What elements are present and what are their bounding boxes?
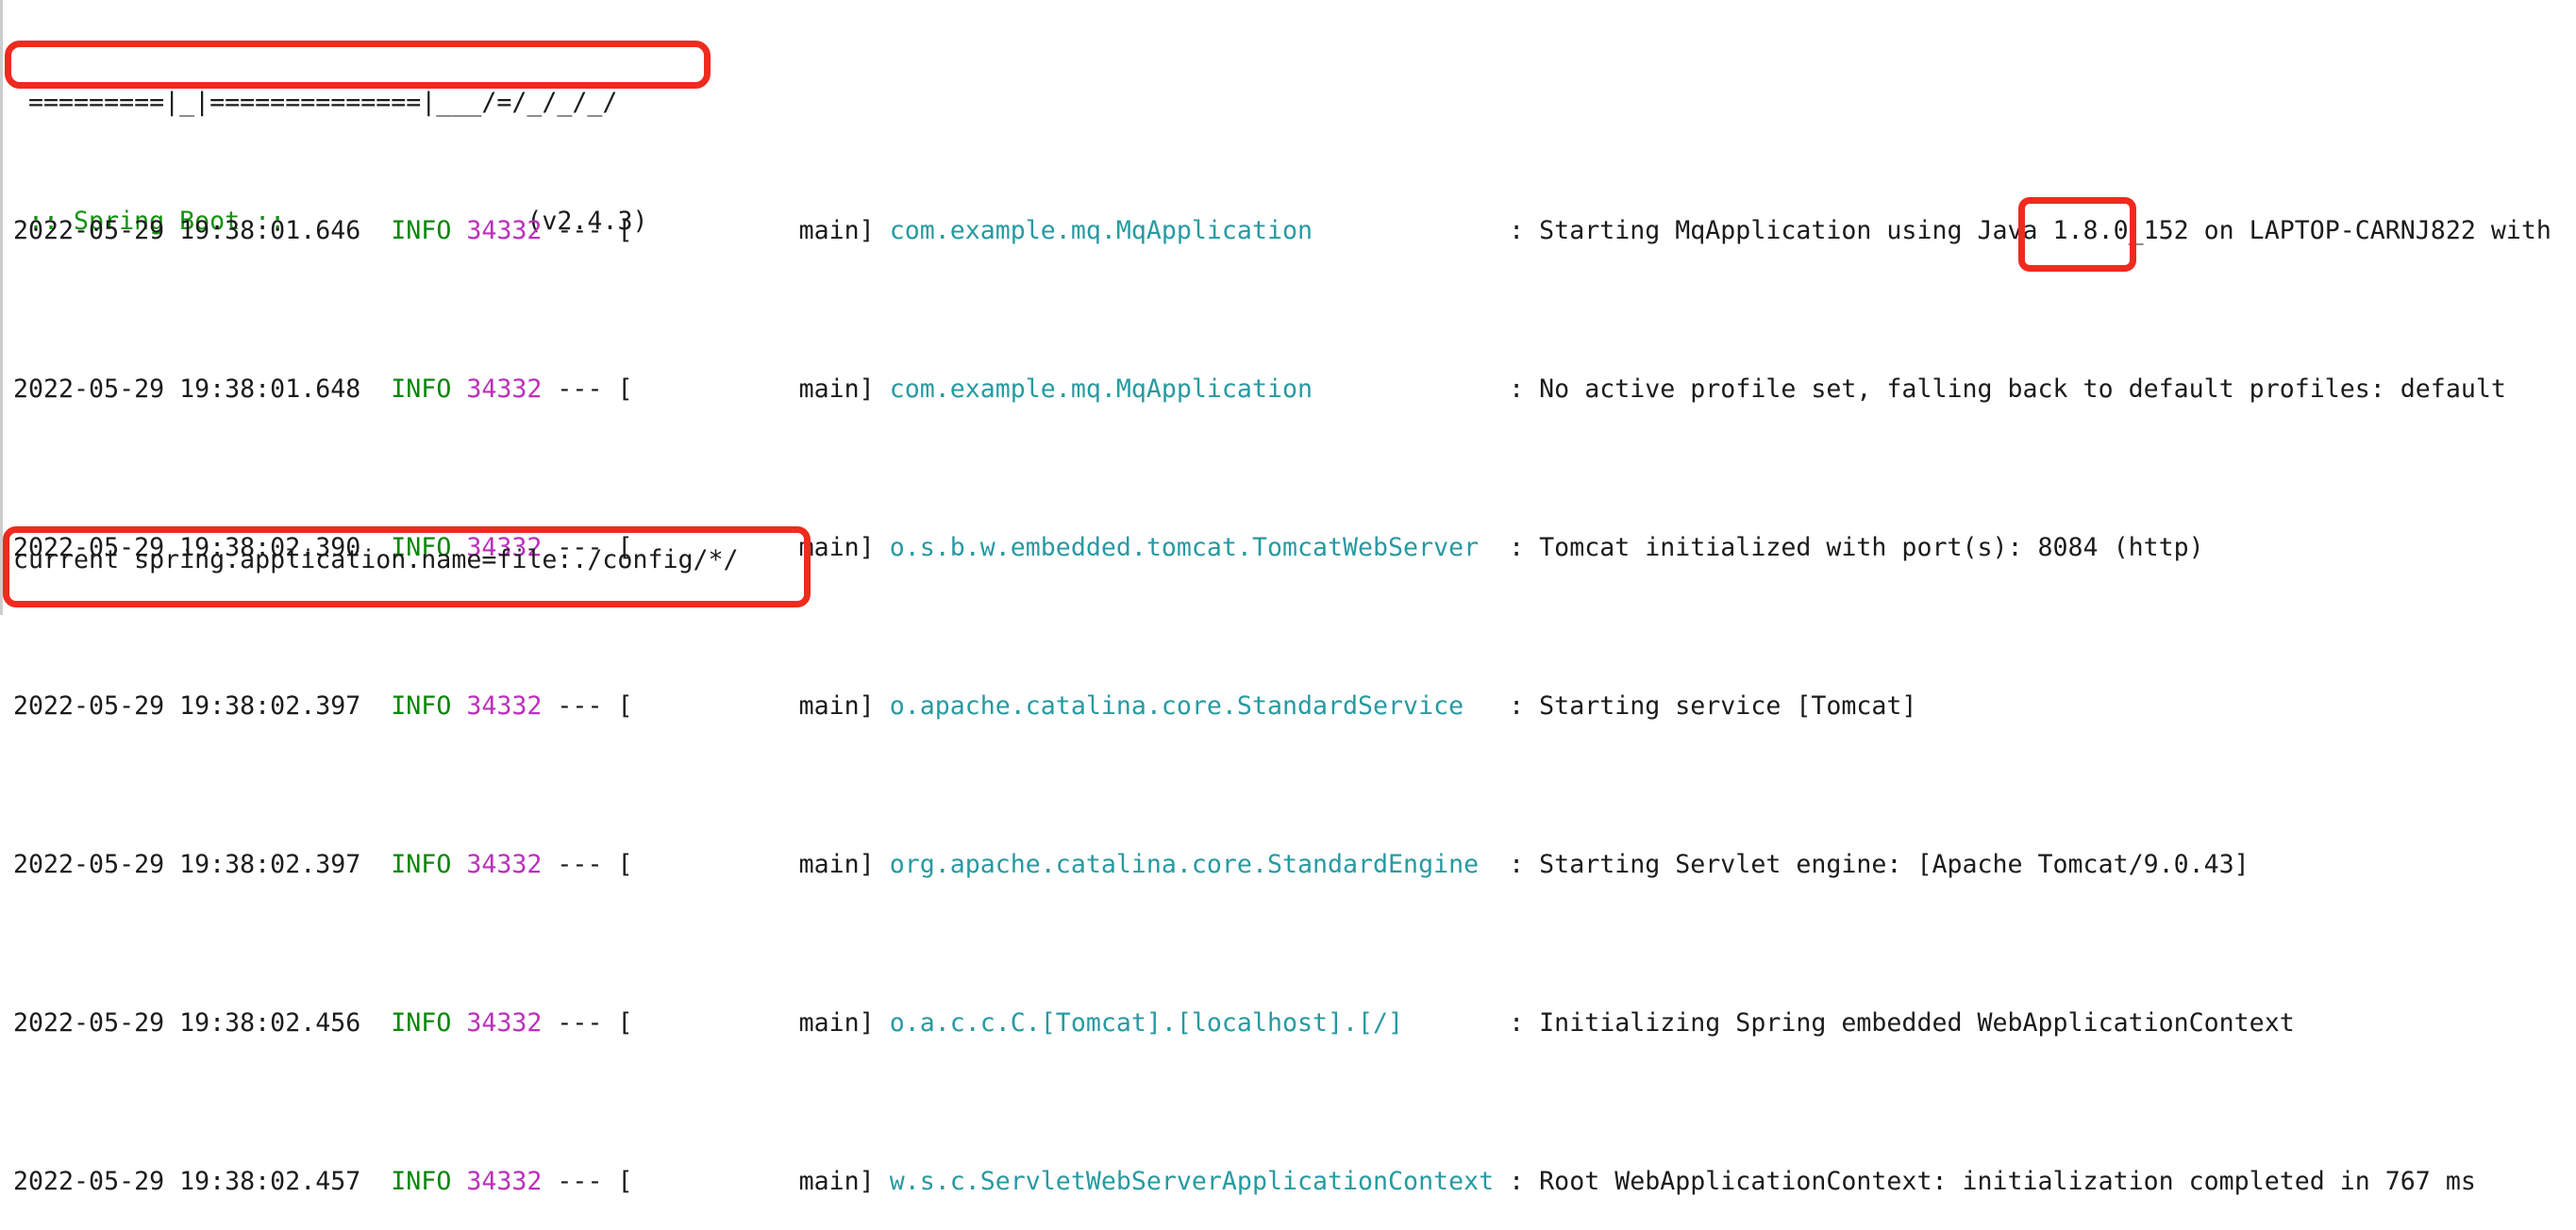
log-thread-bracket-close: ]	[859, 1008, 890, 1038]
log-thread-bracket-close: ]	[859, 374, 890, 404]
log-separator	[360, 1008, 391, 1038]
log-thread-bracket-close: ]	[859, 1167, 890, 1196]
annotation-box-port-8084	[2018, 197, 2136, 272]
log-message-separator: :	[1494, 850, 1540, 879]
log-timestamp: 2022-05-29 19:38:01.648	[13, 374, 361, 404]
log-line: 2022-05-29 19:38:02.397 INFO 34332 --- […	[13, 845, 2551, 885]
spring-boot-label: :: Spring Boot ::	[13, 207, 286, 236]
log-thread-bracket-close: ]	[859, 533, 890, 562]
log-thread-bracket-open: --- [	[542, 374, 633, 404]
log-thread-bracket-open: --- [	[542, 1008, 633, 1038]
log-line: 2022-05-29 19:38:02.457 INFO 34332 --- […	[13, 1162, 2551, 1202]
log-thread-bracket-close: ]	[859, 691, 890, 721]
log-separator	[360, 850, 391, 879]
log-logger-name: w.s.c.ServletWebServerApplicationContext	[889, 1167, 1495, 1196]
spring-boot-banner: =========|_|==============|___/=/_/_/_/ …	[13, 4, 647, 281]
log-pid: 34332	[466, 374, 543, 404]
log-level-badge: INFO	[391, 1008, 452, 1038]
log-separator	[360, 1167, 391, 1196]
log-line: 2022-05-29 19:38:01.648 INFO 34332 --- […	[13, 370, 2551, 409]
log-separator	[451, 374, 466, 404]
log-timestamp: 2022-05-29 19:38:02.397	[13, 850, 361, 879]
log-message: No active profile set, falling back to d…	[1539, 374, 2506, 404]
log-level-badge: INFO	[391, 691, 452, 721]
log-timestamp: 2022-05-29 19:38:02.390	[13, 533, 361, 562]
banner-ascii-art-line: =========|_|==============|___/=/_/_/_/	[13, 83, 647, 123]
annotation-box-config-name	[3, 526, 811, 607]
log-separator	[360, 691, 391, 721]
log-separator	[451, 850, 466, 879]
log-thread-bracket-open: --- [	[542, 533, 633, 562]
log-thread-bracket-close: ]	[859, 850, 890, 879]
log-pid: 34332	[466, 216, 543, 245]
log-separator	[360, 374, 391, 404]
log-level-badge: INFO	[391, 533, 452, 562]
log-logger-name: com.example.mq.MqApplication	[889, 216, 1495, 245]
log-thread-name: main	[632, 1167, 860, 1196]
log-thread-name: main	[632, 691, 860, 721]
log-thread-name: main	[632, 850, 860, 879]
log-separator	[451, 691, 466, 721]
log-line: 2022-05-29 19:38:02.456 INFO 34332 --- […	[13, 1004, 2551, 1043]
log-level-badge: INFO	[391, 374, 452, 404]
log-message: Root WebApplicationContext: initializati…	[1539, 1167, 2476, 1196]
log-logger-name: com.example.mq.MqApplication	[889, 374, 1495, 404]
log-line: 2022-05-29 19:38:01.646 INFO 34332 --- […	[13, 211, 2551, 251]
log-message: Starting MqApplication using Java 1.8.0_…	[1539, 216, 2551, 245]
log-thread-bracket-open: --- [	[542, 691, 633, 721]
log-pid: 34332	[466, 1167, 543, 1196]
log-pid: 34332	[466, 850, 543, 879]
console-output: 2022-05-29 19:38:01.646 INFO 34332 --- […	[13, 132, 2551, 1230]
log-logger-name: o.s.b.w.embedded.tomcat.TomcatWebServer	[889, 533, 1495, 562]
log-message: Tomcat initialized with port(s): 8084 (h…	[1539, 533, 2204, 562]
log-thread-name: main	[632, 1008, 860, 1038]
config-location-note: current spring.application.name=file:./c…	[13, 540, 739, 580]
log-thread-name: main	[632, 374, 860, 404]
log-level-badge: INFO	[391, 216, 452, 245]
log-message-separator: :	[1494, 216, 1540, 245]
log-timestamp: 2022-05-29 19:38:02.457	[13, 1167, 361, 1196]
annotation-box-spring-boot-version	[5, 41, 711, 89]
log-separator	[360, 216, 391, 245]
banner-version-line: :: Spring Boot :: (v2.4.3)	[13, 202, 647, 241]
log-thread-bracket-close: ]	[859, 216, 890, 245]
log-thread-bracket-open: --- [	[542, 850, 633, 879]
log-logger-name: o.apache.catalina.core.StandardService	[889, 691, 1495, 721]
log-separator	[451, 1008, 466, 1038]
log-message: Starting Servlet engine: [Apache Tomcat/…	[1539, 850, 2250, 879]
log-timestamp: 2022-05-29 19:38:02.456	[13, 1008, 361, 1038]
log-level-badge: INFO	[391, 1167, 452, 1196]
banner-art-text: =========|_|==============|___/=/_/_/_/	[13, 88, 618, 117]
log-line: 2022-05-29 19:38:02.397 INFO 34332 --- […	[13, 687, 2551, 726]
log-message-separator: :	[1494, 533, 1540, 562]
console-left-border	[0, 0, 3, 615]
log-message-separator: :	[1494, 374, 1540, 404]
log-separator	[451, 216, 466, 245]
log-pid: 34332	[466, 1008, 543, 1038]
spring-boot-version: (v2.4.3)	[527, 207, 648, 236]
log-message: Initializing Spring embedded WebApplicat…	[1539, 1008, 2295, 1038]
log-thread-bracket-open: --- [	[542, 1167, 633, 1196]
log-message-separator: :	[1494, 1008, 1540, 1038]
log-message-separator: :	[1494, 1167, 1540, 1196]
config-location-text: current spring.application.name=file:./c…	[13, 545, 739, 574]
log-logger-name: o.a.c.c.C.[Tomcat].[localhost].[/]	[889, 1008, 1495, 1038]
log-message: Starting service [Tomcat]	[1539, 691, 1917, 721]
log-thread-bracket-open: --- [	[542, 216, 633, 245]
log-timestamp: 2022-05-29 19:38:02.397	[13, 691, 361, 721]
log-pid: 34332	[466, 533, 543, 562]
log-message-separator: :	[1494, 691, 1540, 721]
log-pid: 34332	[466, 691, 543, 721]
log-line: 2022-05-29 19:38:02.390 INFO 34332 --- […	[13, 528, 2551, 568]
log-logger-name: org.apache.catalina.core.StandardEngine	[889, 850, 1495, 879]
log-timestamp: 2022-05-29 19:38:01.646	[13, 216, 361, 245]
log-separator	[451, 1167, 466, 1196]
log-thread-name: main	[632, 216, 860, 245]
log-level-badge: INFO	[391, 850, 452, 879]
